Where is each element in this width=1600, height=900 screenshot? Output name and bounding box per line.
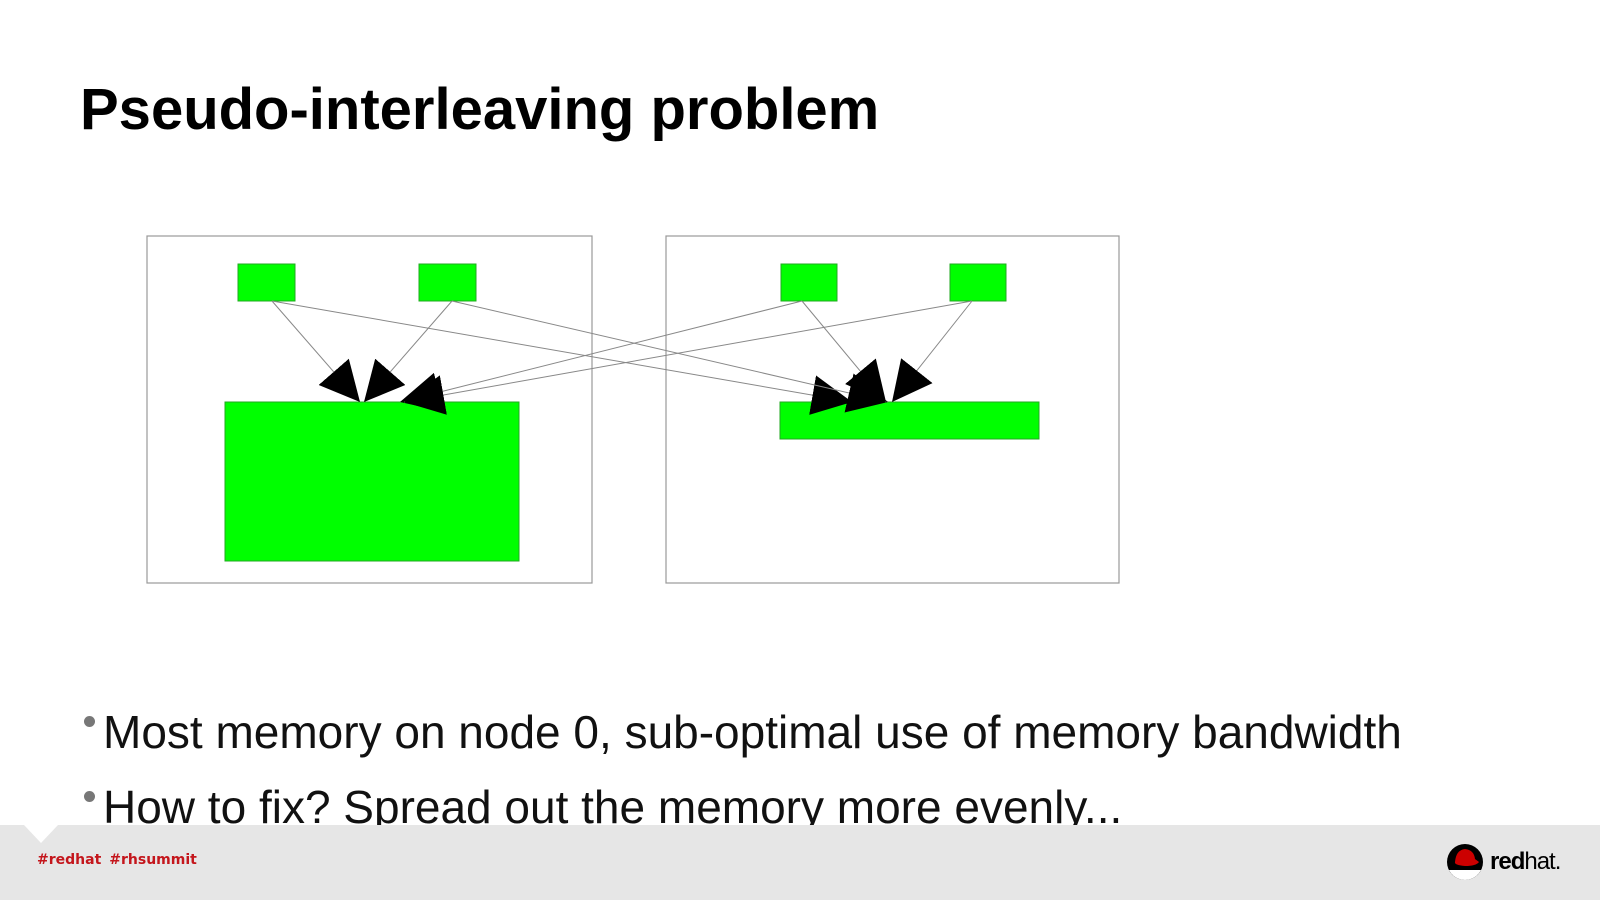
- node-1-box: [665, 235, 1120, 584]
- bullet-item: Most memory on node 0, sub-optimal use o…: [84, 694, 1402, 769]
- node-1-memory: [779, 401, 1040, 440]
- edge: [403, 300, 973, 415]
- shadowman-icon: [1447, 844, 1483, 880]
- bullet-text: Most memory on node 0, sub-optimal use o…: [103, 705, 1402, 758]
- hashtag: #rhsummit: [109, 852, 197, 868]
- slide-title: Pseudo-interleaving problem: [80, 77, 880, 142]
- node-1-cpu-1: [780, 263, 838, 302]
- bullet-list: Most memory on node 0, sub-optimal use o…: [84, 694, 1402, 844]
- node-0-memory: [224, 401, 520, 562]
- edge: [271, 300, 853, 415]
- node-0-box: [146, 235, 593, 584]
- hashtag: #redhat: [37, 852, 102, 868]
- bullet-text: How to fix? Spread out the memory more e…: [103, 780, 1123, 833]
- footer-notch: [24, 825, 58, 843]
- footer-bar: [0, 825, 1600, 900]
- bullet-item: How to fix? Spread out the memory more e…: [84, 769, 1402, 844]
- node-0-cpu-2: [418, 263, 477, 302]
- edge: [451, 300, 889, 413]
- edge: [363, 300, 453, 403]
- edge: [271, 300, 361, 403]
- edge: [801, 300, 887, 403]
- edge: [891, 300, 973, 403]
- node-0-cpu-1: [237, 263, 296, 302]
- node-1-cpu-2: [949, 263, 1007, 302]
- logo-text: redhat.: [1490, 848, 1561, 875]
- redhat-logo: redhat.: [1446, 842, 1561, 882]
- bullet-dot-icon: [84, 716, 95, 727]
- edge: [399, 300, 803, 412]
- hashtags: #redhat #rhsummit: [37, 852, 205, 868]
- bullet-dot-icon: [84, 791, 95, 802]
